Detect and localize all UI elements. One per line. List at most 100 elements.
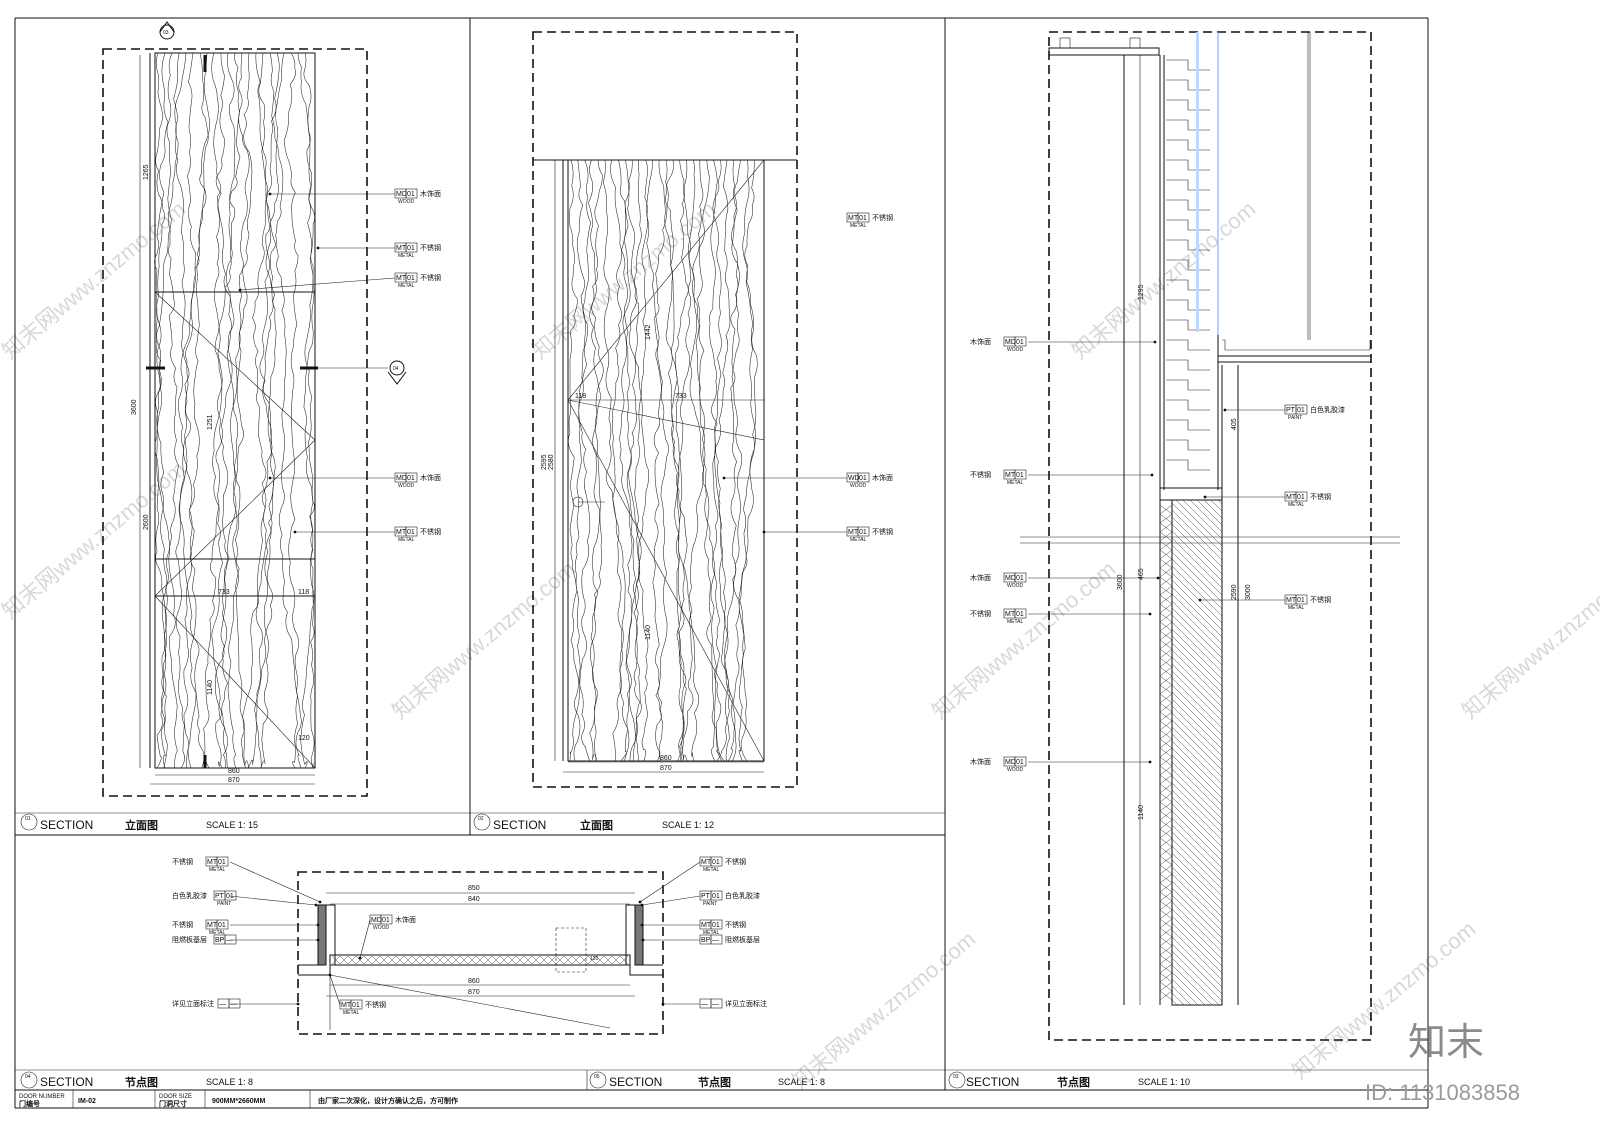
callout-number: 01 (218, 922, 226, 929)
view-boundary (532, 31, 798, 788)
watermark-text: 知末网www.znzmo.com (787, 926, 980, 1094)
callout-text: 阻燃板基层 (172, 935, 207, 944)
wood-grain (568, 159, 758, 762)
callout-text: 木饰面 (420, 189, 441, 198)
sheet-frame (14, 17, 1429, 1109)
dimension-label: 120 (590, 956, 599, 962)
callout-sub: WOOD (398, 199, 414, 205)
callout-text: 不锈钢 (872, 527, 893, 536)
watermark-text: 知末网www.znzmo.com (0, 456, 190, 624)
callout-text: 不锈钢 (872, 213, 893, 222)
watermark-text: 知末网www.znzmo.com (387, 556, 580, 724)
view-scale: SCALE 1: 15 (206, 820, 258, 830)
dimension-label: 118 (298, 589, 309, 596)
callout-code: MT (207, 922, 218, 929)
dimension-label: 870 (228, 777, 240, 784)
callout-sub: METAL (398, 253, 415, 259)
callout-text: 不锈钢 (1310, 595, 1331, 604)
callout-sub: METAL (703, 930, 720, 936)
callout-number: 01 (712, 922, 720, 929)
callout-code: MT (848, 215, 859, 222)
callout-number: 01 (407, 191, 415, 198)
view-title-cn: 节点图 (698, 1075, 731, 1089)
drawing-id: ID: 1131083858 (1365, 1080, 1520, 1105)
wood-grain (154, 52, 315, 769)
dimension-label: 2600 (143, 514, 150, 530)
door-number-label-en: DOOR NUMBER (19, 1094, 65, 1100)
callout-code: WD (848, 475, 860, 482)
callout-code: MD (1005, 575, 1016, 582)
callout-code: MT (207, 859, 218, 866)
callout-sub: METAL (1288, 502, 1305, 508)
callout-code: MD (396, 475, 407, 482)
callout-number: 01 (1297, 597, 1305, 604)
view-scale: SCALE 1: 10 (1138, 1077, 1190, 1087)
dimension-label: 1442 (645, 324, 652, 340)
dimension-label: 2590 (1231, 584, 1238, 600)
callout-code: MD (371, 917, 382, 924)
view-title: 04 SECTION 节点图 SCALE 1: 8 (20, 1071, 253, 1089)
view-section-label: SECTION (493, 818, 546, 832)
callout-sub: METAL (1288, 605, 1305, 611)
callout-number: — (230, 1001, 237, 1008)
callout-sub: PAINT (1288, 415, 1302, 421)
callout-sub: PAINT (217, 901, 231, 907)
callout-text: 木饰面 (970, 337, 991, 346)
callout-sub: WOOD (1007, 347, 1023, 353)
callout-code: MT (701, 922, 712, 929)
fabrication-note: 由厂家二次深化，设计方确认之后，方可制作 (318, 1096, 458, 1105)
callout-number: 01 (1297, 407, 1305, 414)
watermark-text: 知末网www.znzmo.com (527, 196, 720, 364)
view-title-cn: 节点图 (1057, 1075, 1090, 1089)
brand-watermark: 知末 ID: 1131083858 (1365, 1020, 1520, 1105)
callout-text: 不锈钢 (1310, 492, 1331, 501)
callout-code: PT (215, 893, 225, 900)
callout-number: — (712, 1001, 719, 1008)
footer-info: DOOR NUMBER 门编号 IM-02 DOOR SIZE 门洞尺寸 900… (19, 1090, 458, 1108)
callout-text: 不锈钢 (970, 470, 991, 479)
callout-code: PT (701, 893, 711, 900)
callout-code: BP (701, 937, 711, 944)
dimension-label: 3000 (1245, 584, 1252, 600)
callout-text: 白色乳胶漆 (1310, 405, 1345, 414)
door-handle (572, 496, 605, 508)
view-title: 01 SECTION 立面图 SCALE 1: 15 (20, 813, 258, 832)
callout-text: 白色乳胶漆 (172, 891, 207, 900)
callout-number: 01 (859, 215, 867, 222)
callout-code: MT (396, 245, 407, 252)
callout-sub: WOOD (850, 483, 866, 489)
callout-number: 01 (1016, 339, 1024, 346)
view-section-label: SECTION (966, 1075, 1019, 1089)
dimension-label: 860 (660, 755, 672, 762)
dimension-label: 870 (468, 989, 480, 996)
callout-number: 01 (407, 245, 415, 252)
callout-sub: WOOD (1007, 767, 1023, 773)
callout-code: MT (1005, 611, 1016, 618)
watermark-text: 知末网www.znzmo.com (1457, 556, 1600, 724)
panel-01-elevation: 03 04 1265 3600 1251 2600 733 118 1140 1… (20, 21, 441, 832)
callout-sub: METAL (850, 537, 867, 543)
material-callout: 详见立面标注—— (172, 998, 300, 1009)
callout-text: 木饰面 (395, 915, 416, 924)
view-scale: SCALE 1: 8 (778, 1077, 825, 1087)
callout-text: 木饰面 (420, 473, 441, 482)
door-size-label-cn: 门洞尺寸 (159, 1099, 187, 1108)
callout-number: 01 (1016, 472, 1024, 479)
